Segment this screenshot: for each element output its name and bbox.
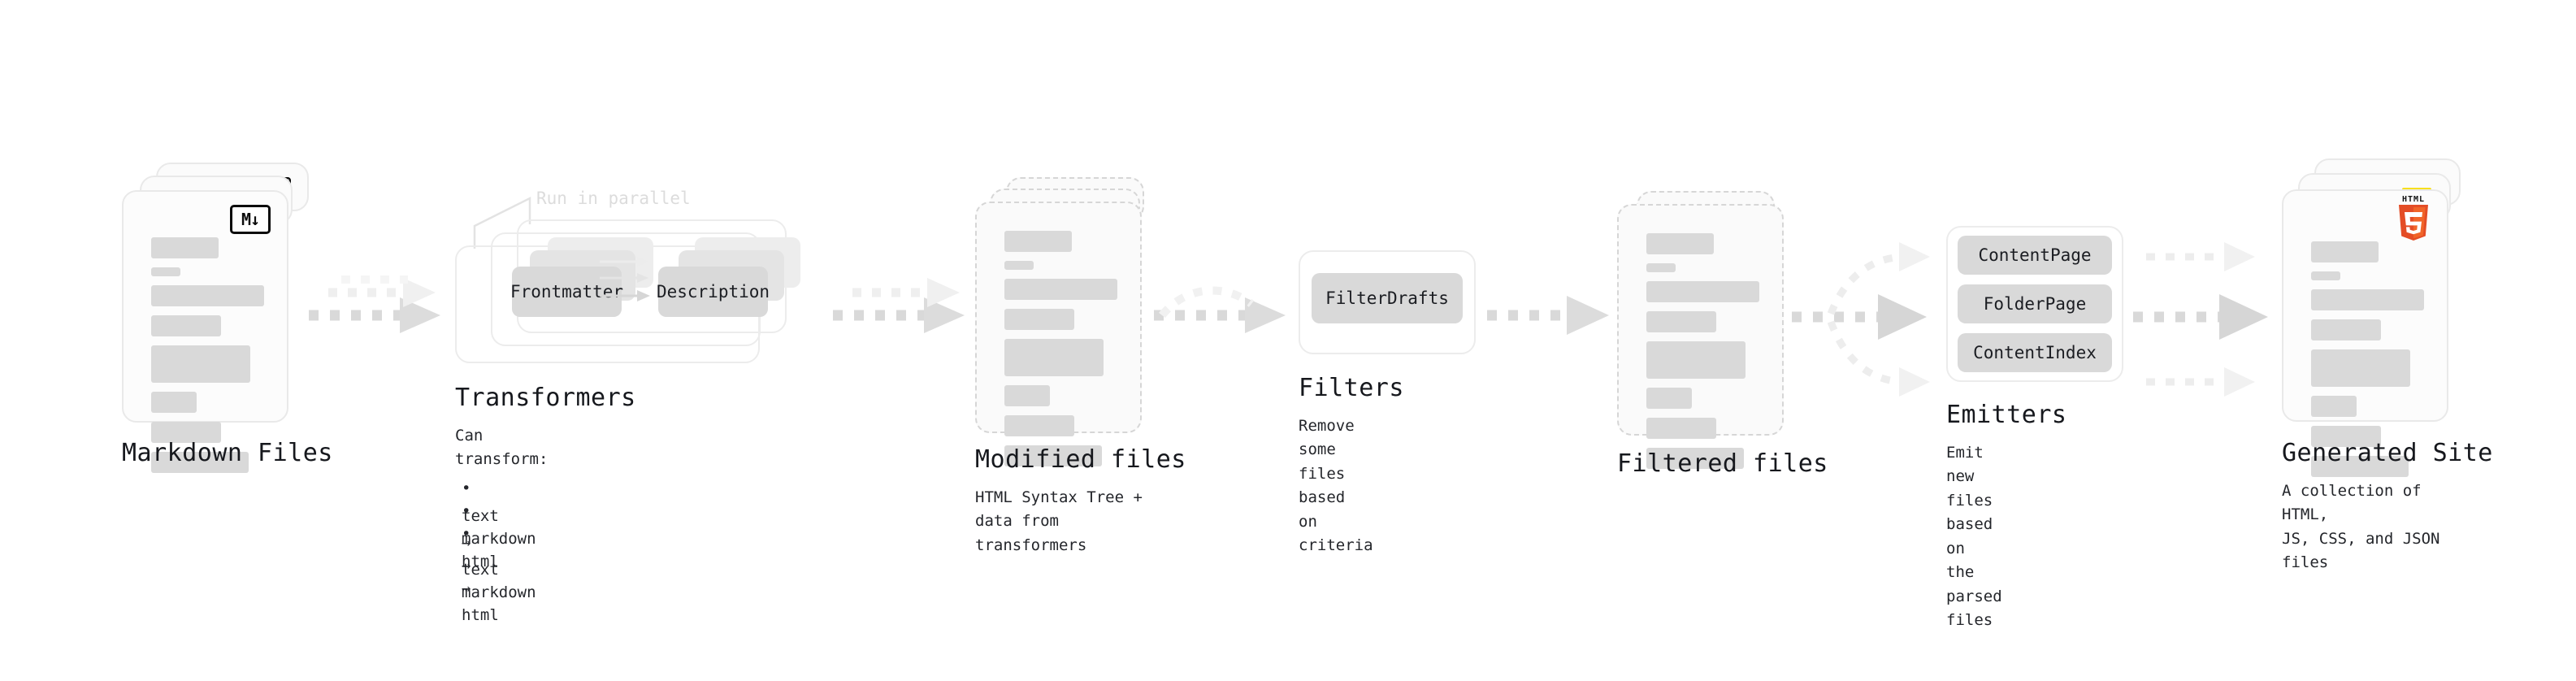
connector-emitters-to-site [2133,242,2268,397]
transformers-bullet-1: • markdown → markdown [462,502,536,602]
connector-filtered-to-emitters [1792,242,1930,397]
markdown-badge-icon: M↓ [230,205,271,234]
markdown-card-stack: M↓ M↓ M↓ [122,163,309,473]
generated-site-title: Generated Site [2282,439,2493,467]
stage-filtered-files: Filtered files [1617,191,1828,478]
filtered-card-stack [1617,191,1804,469]
connector-md-to-transformers [309,275,440,333]
filter-chip-filterdrafts[interactable]: FilterDrafts [1312,273,1463,323]
filtered-files-title: Filtered files [1617,449,1828,478]
transformers-bullet-0: • text → text [462,479,499,579]
connector-transformers-to-modified [833,278,965,333]
site-card-stack: CSS HTML [2282,158,2469,477]
transformer-chip-description[interactable]: Description [657,267,770,317]
site-card-front-html: HTML [2282,189,2448,477]
filtered-skeleton-bars [1646,233,1759,478]
markdown-files-title: Markdown Files [122,439,333,467]
transformers-caption: Can transform: [455,427,549,469]
modified-card-stack [975,177,1162,466]
html5-badge-icon: HTML [2392,196,2435,248]
modified-files-title: Modified files [975,445,1186,474]
emitters-caption: Emit new files based on the parsed files [1946,444,2002,630]
modified-card-front [975,202,1142,466]
emitter-chip-folderpage[interactable]: FolderPage [1958,284,2112,323]
connector-filters-to-filtered [1487,296,1609,335]
connector-modified-to-filters [1154,286,1286,333]
generated-site-caption: A collection of HTML, JS, CSS, and JSON … [2282,482,2440,572]
run-in-parallel-label: Run in parallel [536,189,691,208]
filtered-card-front [1617,204,1784,469]
run-in-parallel-bracket [473,196,531,249]
modified-skeleton-bars [1004,231,1117,475]
filters-title: Filters [1299,374,1404,402]
site-skeleton-bars [2311,241,2424,486]
transformers-bullet-label: markdown → markdown [462,529,536,602]
transformers-bullet-label: html → html [462,552,499,625]
transformers-bullet-2: • html → html [462,525,499,625]
markdown-card-front: M↓ [122,190,288,473]
html5-badge-label: HTML [2401,195,2426,204]
stage-modified-files: Modified files HTML Syntax Tree + data f… [975,177,1186,554]
transformers-title: Transformers [455,384,636,412]
stage-generated-site: CSS HTML [2282,158,2492,571]
modified-files-caption: HTML Syntax Tree + data from transformer… [975,488,1143,554]
emitter-chip-contentpage[interactable]: ContentPage [1958,236,2112,275]
markdown-skeleton-bars [151,237,264,482]
transformer-inner-arrows [600,257,650,301]
stage-markdown-files: M↓ M↓ M↓ Markdown Files [122,163,332,473]
emitter-chip-contentindex[interactable]: ContentIndex [1958,333,2112,372]
transformers-bullet-label: text → text [462,506,499,579]
filters-caption: Remove some files based on criteria [1299,417,1373,555]
transformer-chip-frontmatter[interactable]: Frontmatter [510,267,623,317]
emitters-title: Emitters [1946,401,2067,429]
